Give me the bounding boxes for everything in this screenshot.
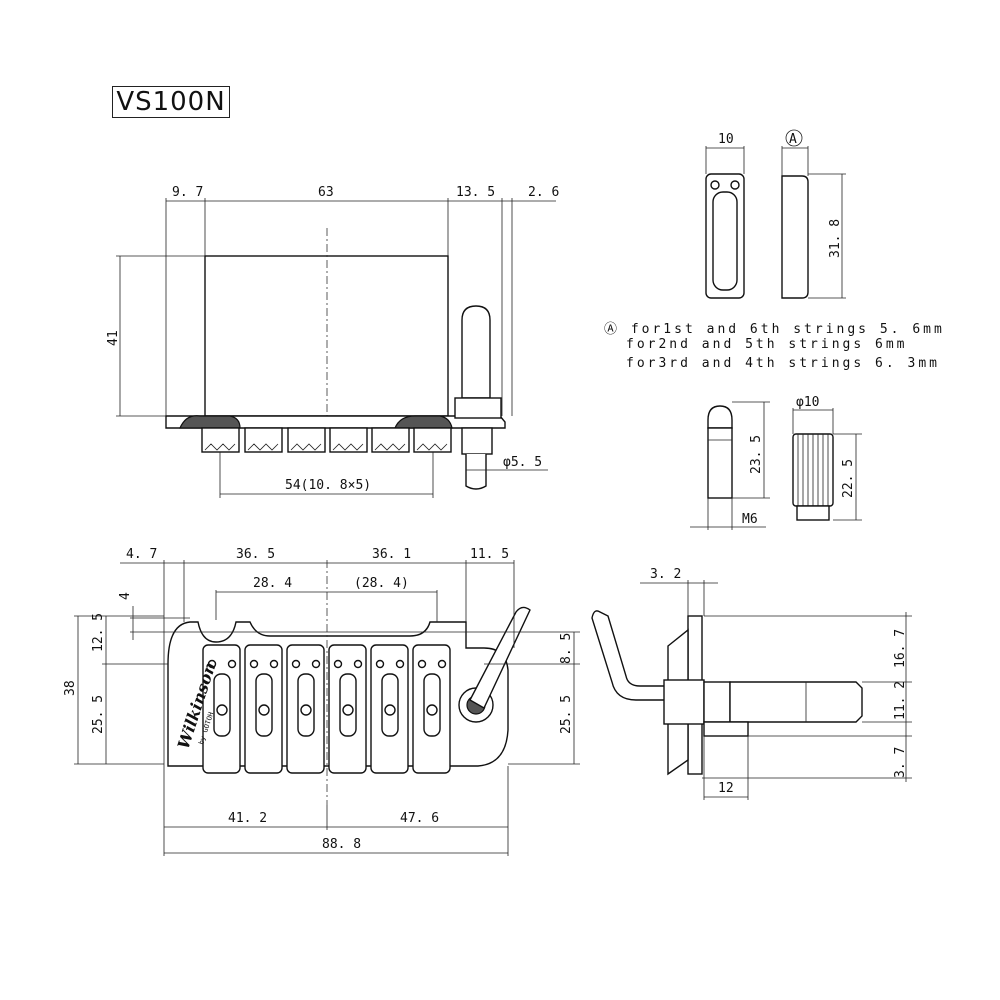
block-detail: 10 A 31. 8 [705, 129, 846, 299]
dim-side-16-7: 16. 7 [893, 629, 908, 668]
block-slot [712, 191, 738, 291]
dim-front-41-2: 41. 2 [228, 811, 267, 826]
front-saddles [202, 644, 451, 774]
note-line-1: Ⓐ for1st and 6th strings 5. 6mm [604, 322, 945, 337]
stud-body [707, 427, 733, 499]
top-saddle-1 [201, 427, 240, 453]
side-collar [703, 681, 731, 723]
dim-bushing-height: 22. 5 [841, 459, 856, 498]
dim-front-11-5: 11. 5 [470, 547, 509, 562]
block-marker: A [789, 132, 797, 147]
marker-circle [785, 129, 803, 147]
front-arm-rod [469, 606, 531, 709]
top-arm-rod [465, 454, 487, 490]
top-saddle-5 [371, 427, 410, 453]
dim-front-4-7: 4. 7 [126, 547, 157, 562]
front-view: Wilkinson by GOTOH 4. 7 36. 5 36. 1 11. … [63, 547, 580, 856]
dim-bushing-dia: φ10 [796, 395, 819, 410]
top-saddle-2 [244, 427, 283, 453]
stud-detail: 23. 5 M6 [690, 401, 770, 530]
dim-side-3-2: 3. 2 [650, 567, 681, 582]
bushing-base [796, 505, 830, 521]
dim-front-47-6: 47. 6 [400, 811, 439, 826]
dim-side-11-2: 11. 2 [893, 681, 908, 720]
dim-front-12-5: 12. 5 [91, 613, 106, 652]
dim-front-36-1: 36. 1 [372, 547, 411, 562]
note-line-2: for2nd and 5th strings 6mm [626, 337, 908, 352]
dim-top-63: 63 [318, 185, 334, 200]
dim-block-height: 31. 8 [828, 219, 843, 258]
top-saddles [201, 427, 452, 453]
side-view: 3. 2 16. 7 11. 2 3. 7 12 [591, 567, 912, 800]
side-arm [591, 610, 669, 701]
top-arm-socket [461, 305, 491, 399]
stud-head [707, 405, 733, 429]
dim-front-88-8: 88. 8 [322, 837, 361, 852]
dim-stud-height: 23. 5 [749, 435, 764, 474]
top-saddle-4 [329, 427, 368, 453]
top-plate-foot-left [179, 415, 241, 429]
dim-side-12: 12 [718, 781, 734, 796]
dim-block-width: 10 [718, 132, 734, 147]
dim-front-8-5: 8. 5 [559, 633, 574, 664]
bushing-detail: φ10 22. 5 [792, 395, 862, 521]
dim-front-36-5: 36. 5 [236, 547, 275, 562]
dim-top-9-7: 9. 7 [172, 185, 203, 200]
block-hole-left [710, 180, 720, 190]
dim-front-38: 38 [63, 680, 78, 696]
side-foot [703, 721, 749, 737]
bushing-knurl-lines [797, 434, 829, 506]
note-line-3: for3rd and 4th strings 6. 3mm [626, 356, 940, 371]
top-arm-sleeve [461, 427, 493, 455]
side-block [729, 681, 863, 723]
block-side [781, 175, 809, 299]
top-saddle-3 [287, 427, 326, 453]
dim-top-41: 41 [106, 330, 121, 346]
block-hole-right [730, 180, 740, 190]
dim-top-13-5: 13. 5 [456, 185, 495, 200]
top-saddle-knurl [204, 443, 448, 451]
dim-front-4: 4 [118, 592, 133, 600]
dim-saddle-span: 54(10. 8×5) [285, 478, 371, 493]
top-view: 9. 7 63 13. 5 2. 6 41 54(10. 8×5) φ5. 5 [106, 185, 559, 498]
dim-stud-thread: M6 [742, 512, 758, 527]
dim-front-28-4: 28. 4 [253, 576, 292, 591]
top-arm-nut [454, 397, 502, 419]
top-saddle-6 [413, 427, 452, 453]
top-plate-foot-right [394, 415, 453, 429]
model-title: VS100N [112, 86, 230, 118]
dim-top-2-6: 2. 6 [528, 185, 559, 200]
dim-front-25-5-left: 25. 5 [91, 695, 106, 734]
dim-front-25-5-right: 25. 5 [559, 695, 574, 734]
top-body [204, 255, 449, 417]
dim-side-3-7: 3. 7 [893, 747, 908, 778]
dim-front-28-4-ref: (28. 4) [354, 576, 409, 591]
side-nut [663, 679, 705, 725]
dim-arm-dia: φ5. 5 [503, 455, 542, 470]
